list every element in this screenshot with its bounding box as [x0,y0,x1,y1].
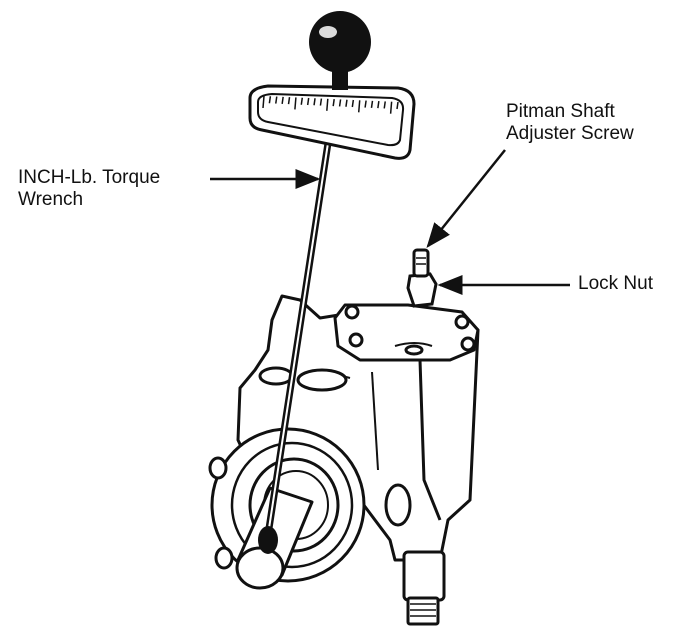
pitman-adjuster-label-line-1: Pitman Shaft [506,101,615,122]
dial-tick [396,101,399,110]
dial-tick [300,97,304,105]
torque-wrench [248,11,416,554]
dial-tick [262,95,265,109]
dial-tick [287,97,291,105]
dial-tick [306,97,310,106]
dial-tick [275,96,278,104]
side-cover [333,303,480,362]
lock-nut-label: Lock Nut [578,273,653,294]
dial-tick [389,101,393,114]
pitman-leader-arrow [426,149,506,248]
pitman-adjuster-label-line-2: Adjuster Screw [506,123,634,144]
leader-arrows [210,149,570,295]
dial-tick [345,99,348,107]
dial-tick [326,98,329,111]
dial-tick [294,97,297,110]
dial-tick [377,101,380,109]
torque-wrench-label-line-2: Wrench [18,189,84,210]
dial-tick [357,100,361,113]
dial-tick [313,98,316,106]
dial-tick [364,100,367,108]
torque-wrench-label: INCH-Lb. Torque Wrench [18,167,160,211]
dial-tick [319,98,323,106]
dial-tick [351,99,355,108]
lock-nut [406,272,438,308]
dial-scale-ticks [262,95,399,114]
dial-tick [281,96,284,104]
dial-tick [338,99,342,107]
dial-tick [332,99,335,107]
dial-tick [383,101,386,109]
torque-wrench-label-line-1: INCH-Lb. Torque [18,167,161,188]
dial-tick [268,96,272,104]
pitman-adjuster-screw [412,248,430,278]
pitman-adjuster-label: Pitman Shaft Adjuster Screw [506,101,634,145]
dial-tick [370,100,374,108]
